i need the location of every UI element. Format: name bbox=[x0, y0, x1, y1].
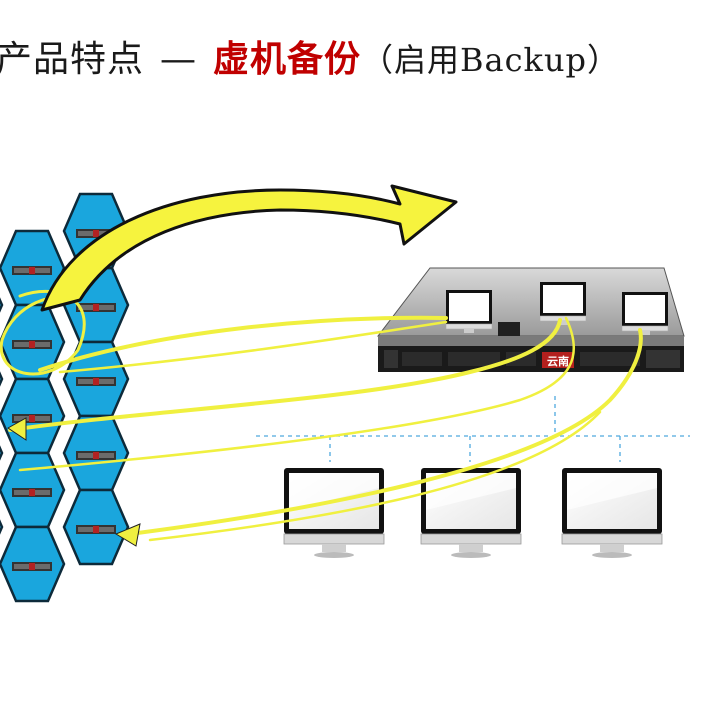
server-vm-monitor-2 bbox=[539, 281, 587, 326]
server-badge bbox=[542, 352, 574, 368]
server-vm-monitor-3 bbox=[621, 291, 669, 336]
client-monitor-2 bbox=[420, 467, 522, 559]
title-separator: — bbox=[160, 39, 198, 80]
vm-hexagon bbox=[62, 414, 130, 492]
title-note: （启用Backup） bbox=[361, 41, 621, 79]
client-monitor-3 bbox=[561, 467, 663, 559]
vm-hexagon bbox=[0, 414, 4, 492]
backup-flow-lines bbox=[0, 290, 643, 542]
server-badge-text: 云南 bbox=[547, 354, 569, 368]
title-highlight: 虚机备份 bbox=[213, 38, 362, 80]
vm-hexagon bbox=[0, 377, 66, 455]
vm-hexagon bbox=[0, 451, 66, 529]
vm-hexagon bbox=[0, 266, 4, 344]
big-curved-arrow bbox=[40, 184, 458, 312]
page-title: 产品特点 — 虚机备份（启用Backup） bbox=[0, 34, 620, 84]
server-vm-monitor-1 bbox=[445, 289, 493, 334]
vm-hexagon bbox=[62, 488, 130, 566]
vm-hexagon bbox=[0, 488, 4, 566]
title-prefix: 产品特点 bbox=[0, 39, 145, 80]
network-lines bbox=[256, 396, 690, 462]
return-arrowheads bbox=[7, 417, 141, 547]
vm-hexagon bbox=[0, 525, 66, 603]
